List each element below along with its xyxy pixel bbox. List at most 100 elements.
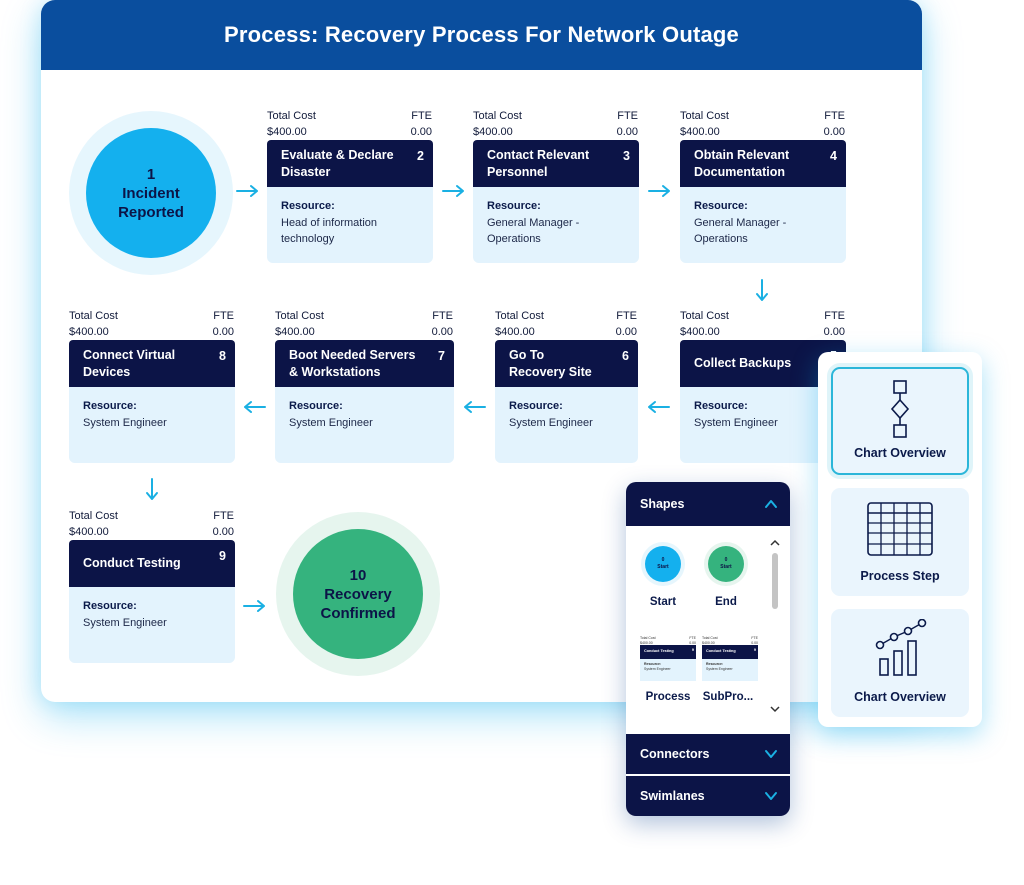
resource-value: General Manager - Operations (694, 216, 787, 246)
resource-value: System Engineer (289, 416, 373, 429)
mini-num: 0 (661, 557, 665, 563)
arrow-left-icon (244, 401, 266, 413)
step-header: Conduct Testing 9 (69, 540, 235, 587)
cost-label: Total Cost (680, 110, 729, 122)
resource-value: General Manager - Operations (487, 216, 580, 246)
shapes-list: 0 Start Start 0 Start End Total Cost$400… (626, 530, 790, 714)
mini-text: Start (657, 564, 669, 570)
chevron-down-icon[interactable] (764, 789, 778, 803)
step-header: Go To Recovery Site 6 (495, 340, 638, 387)
arrow-left-icon (648, 401, 670, 413)
fte-value: 0.00 (616, 126, 638, 138)
resource-label: Resource: (487, 200, 541, 212)
start-node-line1: Incident (122, 184, 180, 202)
resource-label: Resource: (83, 600, 137, 612)
resource-label: Resource: (694, 400, 748, 412)
swimlanes-section-header[interactable]: Swimlanes (626, 776, 790, 816)
fte-label: FTE (213, 310, 234, 322)
mini-body: Resource:System Engineer (702, 659, 758, 681)
side-item-label: Chart Overview (854, 446, 946, 460)
step-body: Resource: System Engineer (69, 587, 235, 663)
cost-value: $400.00 (69, 526, 109, 538)
start-shape[interactable]: 0 Start (641, 542, 685, 586)
chart-overview-analytics-button[interactable]: Chart Overview (831, 609, 969, 717)
fte-value: 0.00 (823, 326, 845, 338)
start-shape-circle: 0 Start (645, 546, 681, 582)
cost-value: $400.00 (267, 126, 307, 138)
step-number: 2 (417, 149, 424, 163)
fte-value: 0.00 (823, 126, 845, 138)
mini-cost-label: Total Cost (640, 636, 656, 640)
fte-value: 0.00 (212, 326, 234, 338)
step-body: Resource: General Manager - Operations (680, 187, 846, 263)
step-header: Boot Needed Servers & Workstations 7 (275, 340, 454, 387)
mini-text: Start (720, 564, 732, 570)
resource-label: Resource: (509, 400, 563, 412)
shapes-section-title: Shapes (640, 497, 685, 511)
chevron-down-icon[interactable] (764, 747, 778, 761)
swimlanes-section-title: Swimlanes (640, 789, 705, 803)
subprocess-shape-label: SubPro... (702, 691, 754, 703)
fte-label: FTE (213, 510, 234, 522)
shapes-scrollbar[interactable] (768, 536, 782, 716)
step-number: 6 (622, 349, 629, 363)
arrow-right-icon (243, 600, 265, 612)
arrow-left-icon (464, 401, 486, 413)
mini-fte-label: FTE (689, 636, 696, 640)
connectors-section-title: Connectors (640, 747, 710, 761)
step-body: Resource: System Engineer (275, 387, 454, 463)
step-title: Collect Backups (694, 356, 792, 371)
mini-cost-label: Total Cost (702, 636, 718, 640)
chevron-up-icon[interactable] (764, 497, 778, 511)
step-title: Connect Virtual Devices (83, 348, 176, 379)
chart-overview-button[interactable]: Chart Overview (831, 367, 969, 475)
resource-value: System Engineer (509, 416, 593, 429)
resource-value: System Engineer (83, 616, 167, 629)
mini-fte-value: 0.00 (751, 640, 758, 645)
step-header: Connect Virtual Devices 8 (69, 340, 235, 387)
mini-step-num: 9 (691, 648, 694, 652)
connectors-section-header[interactable]: Connectors (626, 734, 790, 774)
process-shape-label: Process (645, 691, 691, 703)
end-shape[interactable]: 0 Start (704, 542, 748, 586)
cost-value: $400.00 (69, 326, 109, 338)
step-number: 9 (219, 549, 226, 563)
step-number: 3 (623, 149, 630, 163)
cost-label: Total Cost (680, 310, 729, 322)
fte-value: 0.00 (410, 126, 432, 138)
process-title: Process: Recovery Process For Network Ou… (223, 22, 739, 47)
arrow-down-icon (146, 478, 158, 500)
side-item-label: Chart Overview (854, 690, 946, 704)
shapes-section-header[interactable]: Shapes (626, 482, 790, 526)
mini-resource-label: Resource: (644, 662, 662, 666)
resource-value: System Engineer (83, 416, 167, 429)
fte-label: FTE (824, 110, 845, 122)
resource-value: System Engineer (694, 416, 778, 429)
start-node[interactable]: 1 Incident Reported (86, 128, 216, 258)
end-node[interactable]: 10 Recovery Confirmed (293, 529, 423, 659)
process-step-button[interactable]: Process Step (831, 488, 969, 596)
mini-title: Conduct Testing (706, 649, 736, 653)
arrow-right-icon (648, 185, 670, 197)
mini-title: Conduct Testing (644, 649, 674, 653)
start-node-num: 1 (146, 165, 156, 183)
end-shape-label: End (715, 596, 737, 608)
cost-label: Total Cost (275, 310, 324, 322)
step-title: Boot Needed Servers & Workstations (289, 348, 416, 379)
step-title: Contact Relevant Personnel (487, 148, 590, 179)
